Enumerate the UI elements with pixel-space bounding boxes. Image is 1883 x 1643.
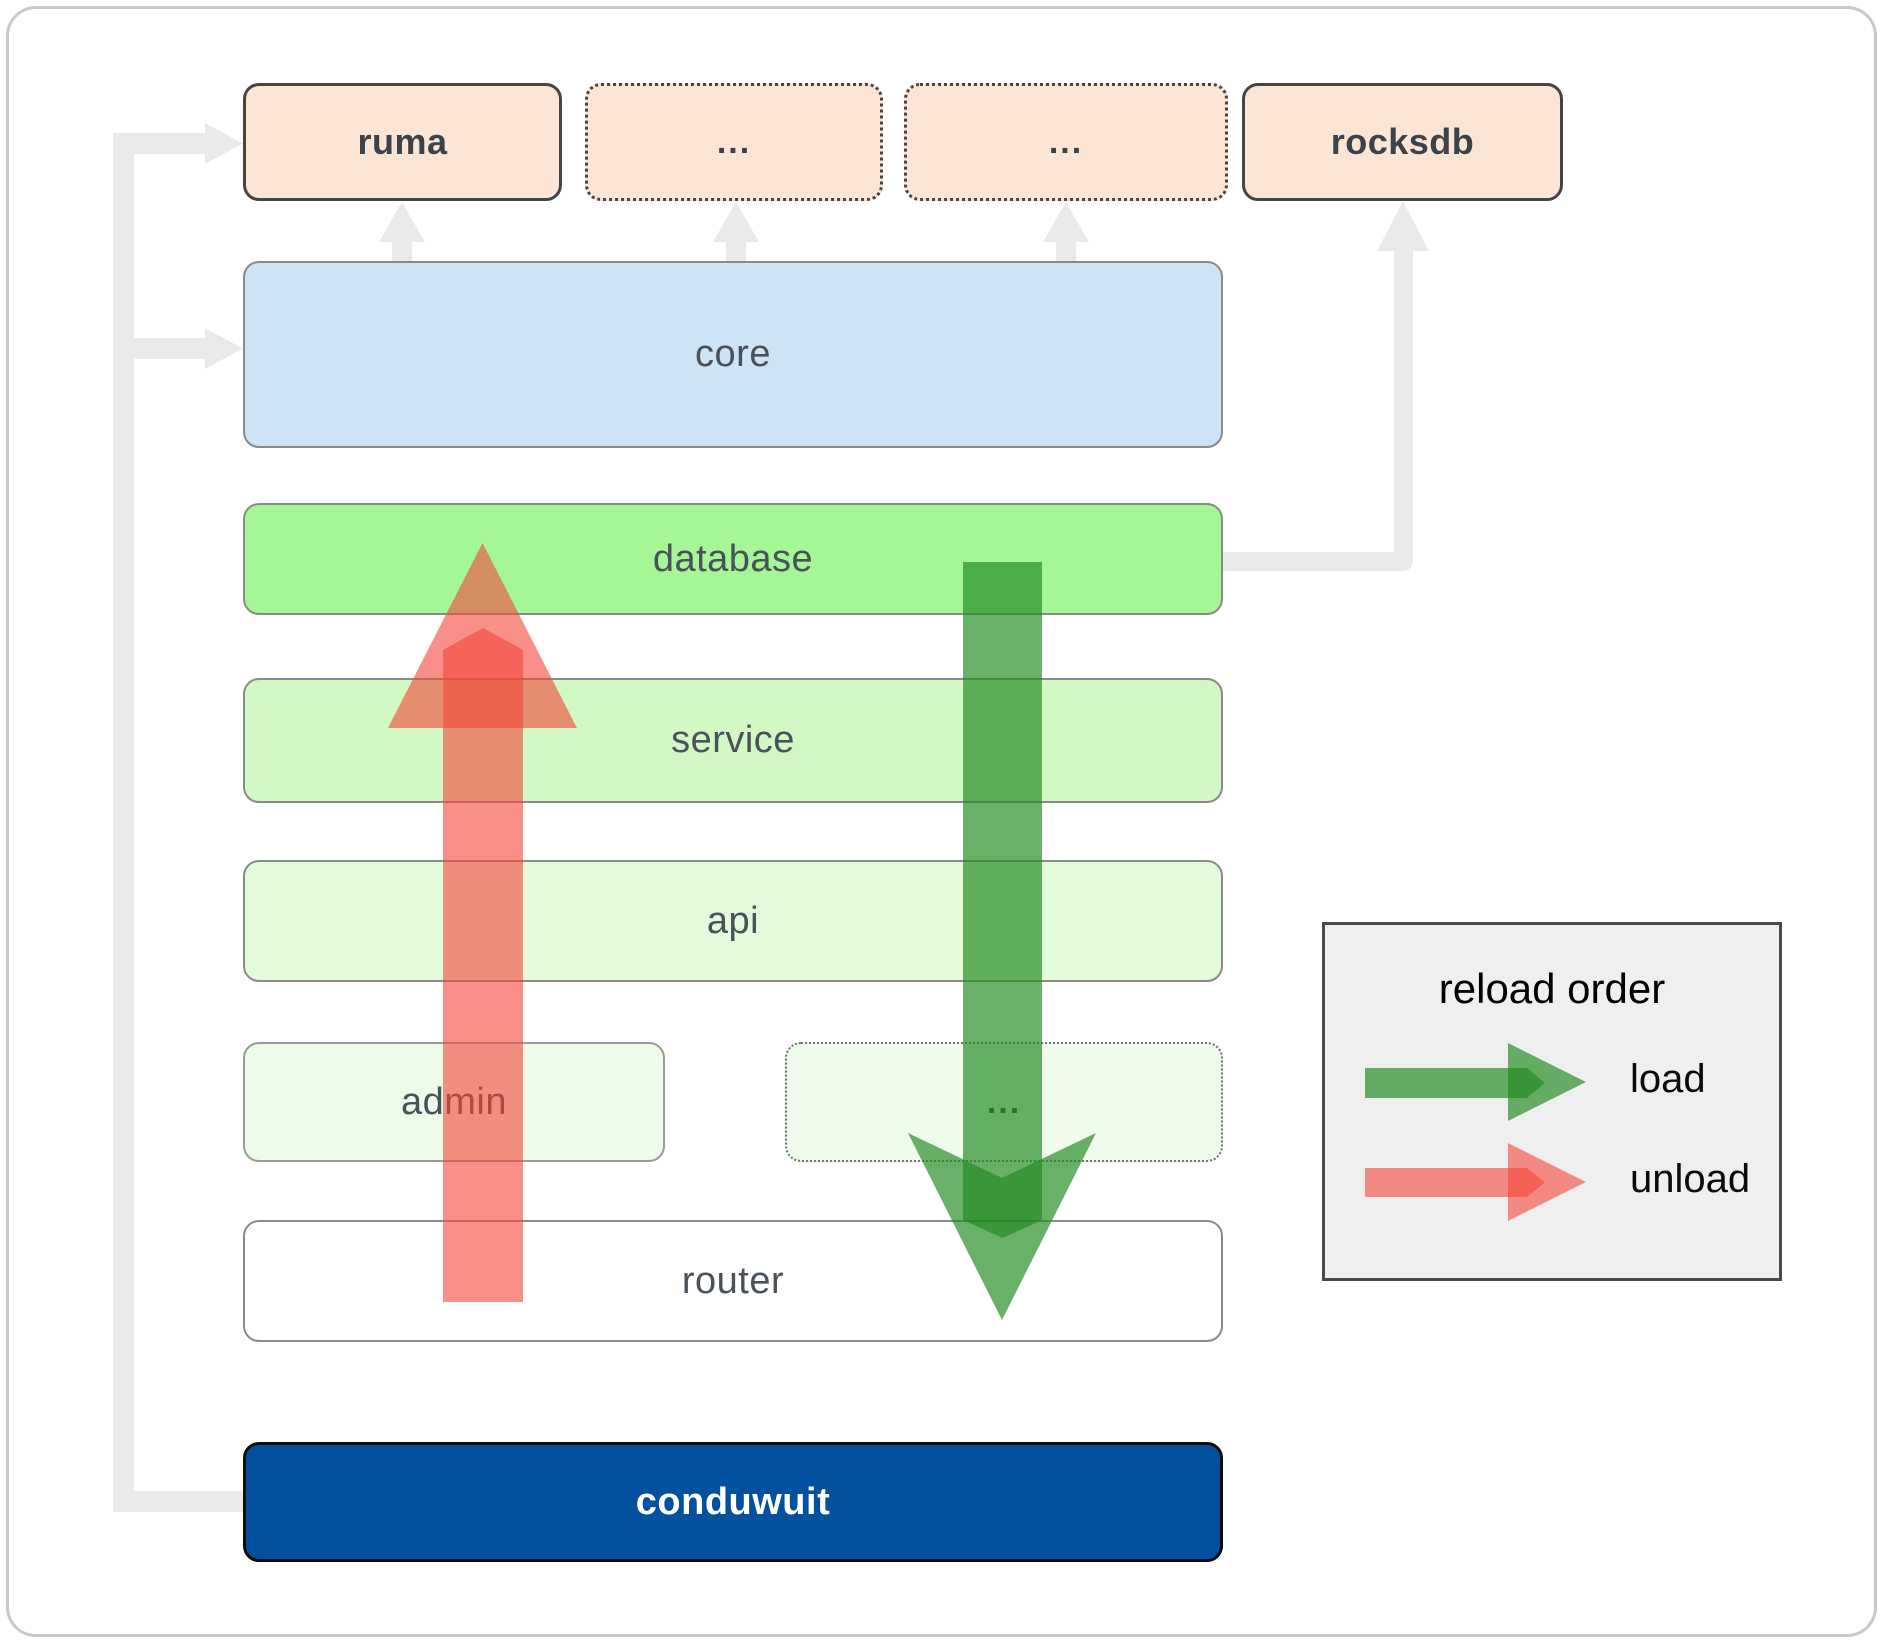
node-crate-more-1: ...: [585, 83, 883, 201]
node-service-label: service: [671, 719, 795, 761]
connector-core-more2-shaft: [1056, 240, 1076, 262]
connector-branch-ruma: [113, 133, 207, 154]
node-database: database: [243, 503, 1223, 615]
node-router-label: router: [681, 1259, 785, 1302]
node-crate-more-2-label: ...: [1048, 122, 1084, 161]
node-core-label: core: [695, 333, 771, 375]
connector-core-ruma-shaft: [392, 240, 412, 262]
node-rocksdb-label: rocksdb: [1330, 121, 1475, 162]
legend-load-arrow-head-icon: [1508, 1043, 1586, 1121]
node-core: core: [243, 261, 1223, 448]
connector-db-rocksdb-horizontal: [1223, 552, 1404, 571]
legend: reload order load unload: [1322, 922, 1782, 1281]
connector-core-more1-shaft: [726, 240, 746, 262]
connector-trunk-vertical: [113, 133, 134, 1512]
node-crate-more-1-label: ...: [716, 122, 752, 161]
node-router: router: [243, 1220, 1223, 1342]
connector-db-rocksdb-vertical: [1394, 248, 1413, 571]
node-service: service: [243, 678, 1223, 803]
outer-border: [6, 6, 1877, 1637]
node-conduwuit: conduwuit: [243, 1442, 1223, 1562]
load-arrow-shaft: [963, 562, 1042, 1238]
unload-arrow-shaft: [443, 628, 523, 1302]
legend-load-label: load: [1630, 1057, 1706, 1101]
legend-unload-label: unload: [1630, 1157, 1751, 1201]
node-rocksdb: rocksdb: [1242, 83, 1563, 201]
node-conduwuit-label: conduwuit: [635, 1480, 831, 1523]
connector-branch-core: [113, 338, 207, 359]
node-crate-more-2: ...: [904, 83, 1228, 201]
node-api-label: api: [706, 899, 760, 942]
legend-unload-arrow-head-icon: [1508, 1143, 1586, 1221]
connector-branch-conduwuit: [113, 1491, 245, 1512]
node-ruma: ruma: [243, 83, 562, 201]
node-database-label: database: [652, 537, 814, 580]
node-api: api: [243, 860, 1223, 982]
legend-title: reload order: [1438, 965, 1666, 1012]
node-ruma-label: ruma: [357, 121, 448, 162]
